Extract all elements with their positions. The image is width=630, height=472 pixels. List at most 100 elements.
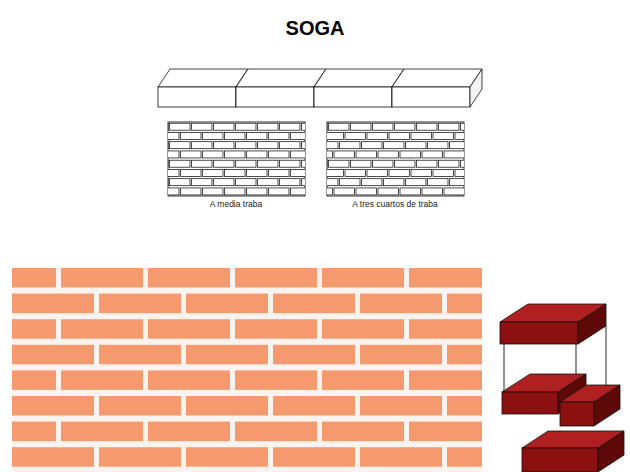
orange-brick: [12, 422, 56, 442]
orange-brick: [99, 294, 181, 314]
brick: [225, 169, 246, 176]
title: SOGA: [286, 17, 345, 39]
brick: [181, 151, 202, 158]
brick: [367, 169, 388, 176]
brick: [269, 151, 290, 158]
brick: [411, 169, 432, 176]
brick: [291, 188, 306, 195]
brick: [280, 160, 301, 167]
orange-brick: [12, 396, 94, 416]
brick: [258, 160, 279, 167]
brick-side: [594, 385, 620, 426]
orange-brick: [235, 319, 317, 339]
half-bond-wall: [168, 122, 305, 196]
brick: [450, 142, 465, 149]
brick: [214, 179, 235, 186]
brick: [302, 123, 306, 130]
brick: [269, 188, 290, 195]
orange-brick: [148, 370, 230, 390]
orange-brick: [99, 345, 181, 365]
brick: [168, 132, 179, 139]
brick: [214, 160, 235, 167]
brick: [236, 160, 257, 167]
brick: [389, 169, 410, 176]
orange-brick: [148, 319, 230, 339]
brick: [302, 160, 306, 167]
red-brick-bottom: [522, 431, 624, 472]
red-brick-right: [560, 385, 620, 426]
brick: [428, 142, 449, 149]
orange-brick: [186, 345, 268, 365]
stretcher-bricks: [158, 69, 482, 107]
brick: [356, 188, 377, 195]
orange-brick: [61, 319, 143, 339]
brick-top: [158, 69, 248, 87]
orange-brick: [447, 447, 482, 467]
brick-side: [578, 304, 606, 344]
brick: [181, 132, 202, 139]
orange-brick: [322, 319, 404, 339]
orange-brick: [148, 422, 230, 442]
brick: [280, 179, 301, 186]
brick: [225, 132, 246, 139]
brick: [247, 132, 268, 139]
brick: [329, 123, 350, 130]
brick: [400, 151, 421, 158]
orange-brick: [409, 319, 482, 339]
brick: [444, 188, 464, 195]
brick: [411, 132, 432, 139]
brick: [258, 179, 279, 186]
brick: [362, 142, 383, 149]
brick: [291, 132, 306, 139]
orange-brick: [12, 268, 56, 288]
orange-brick: [12, 319, 56, 339]
brick: [389, 132, 410, 139]
brick: [327, 188, 333, 195]
brick: [384, 142, 405, 149]
brick: [406, 179, 427, 186]
brick: [345, 169, 366, 176]
brick: [203, 132, 224, 139]
brick: [247, 188, 268, 195]
orange-brick: [322, 370, 404, 390]
brick: [444, 151, 464, 158]
brick: [225, 151, 246, 158]
brick: [236, 142, 257, 149]
brick: [192, 179, 213, 186]
orange-brick: [99, 447, 181, 467]
brick: [236, 179, 257, 186]
brick: [417, 160, 438, 167]
brick: [417, 123, 438, 130]
brick-front: [522, 448, 598, 472]
brick: [168, 151, 179, 158]
brick: [433, 132, 454, 139]
brick: [181, 169, 202, 176]
brick-top: [314, 69, 404, 87]
brick: [327, 151, 333, 158]
brick-front: [158, 87, 236, 107]
orange-brick: [273, 345, 355, 365]
orange-brick: [12, 447, 94, 467]
orange-brick: [273, 396, 355, 416]
three-quarter-bond-courses: [327, 123, 464, 195]
brick-front: [500, 322, 578, 344]
brick: [340, 142, 361, 149]
brick: [367, 132, 388, 139]
brick-front: [236, 87, 314, 107]
brick: [291, 151, 306, 158]
brick: [400, 188, 421, 195]
brick: [351, 123, 372, 130]
brick-side: [470, 69, 482, 107]
brick: [247, 151, 268, 158]
brick: [422, 151, 443, 158]
orange-brick: [99, 396, 181, 416]
brick: [327, 142, 338, 149]
brick-front: [392, 87, 470, 107]
brick: [439, 123, 460, 130]
orange-brick: [186, 294, 268, 314]
bond-label: A tres cuartos de traba: [352, 200, 438, 209]
brick: [351, 160, 372, 167]
brick: [192, 160, 213, 167]
